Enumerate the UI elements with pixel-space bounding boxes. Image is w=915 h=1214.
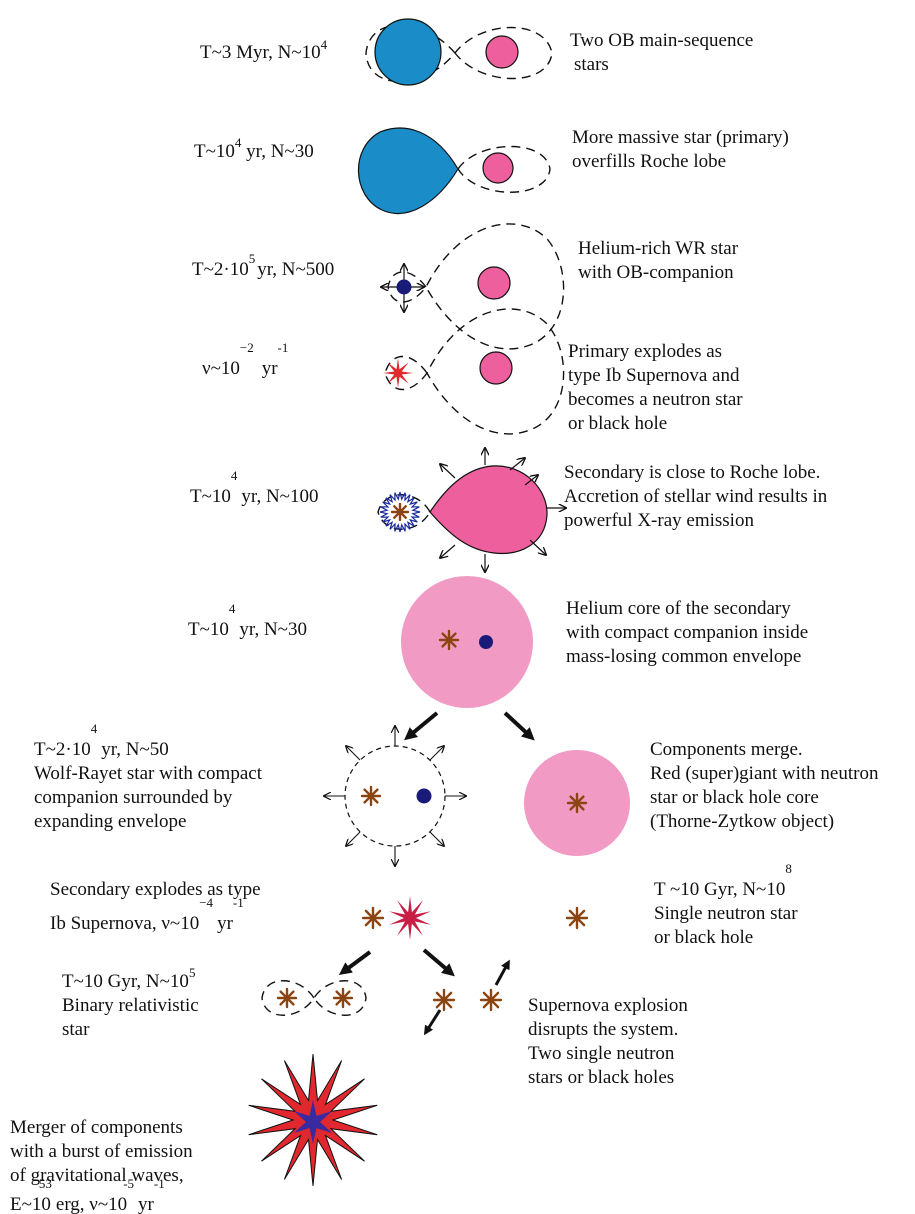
stage-1-params: T~3 Myr, N~104: [200, 37, 328, 63]
envelope-outflow-arrows: [324, 726, 466, 866]
stage-7b-desc: Components merge.Red (super)giant with n…: [650, 739, 879, 832]
neutron-star-icon: [566, 792, 588, 814]
neutron-star-ray: [482, 991, 500, 1009]
common-envelope-icon: [401, 576, 533, 708]
transition-arrow-icon: [422, 948, 455, 977]
stage-2: T~104 yr, N~30 More massive star (primar…: [194, 127, 789, 215]
stage-6: T~104yr, N~30 Helium core of the seconda…: [188, 576, 808, 708]
stage-2-params: T~104 yr, N~30: [194, 135, 314, 162]
neutron-star-icon: [360, 785, 382, 807]
neutron-star-ray: [441, 632, 457, 648]
helium-core-icon: [479, 635, 493, 649]
transition-arrow-icon: [503, 711, 535, 741]
roche-lobe-icon: [377, 494, 431, 530]
stage-3-params: T~2·105yr, N~500: [192, 251, 334, 280]
ob-companion-star-icon: [479, 351, 513, 385]
stage-9a-params: T~10 Gyr, N~105: [62, 965, 195, 992]
neutron-star-ray: [335, 990, 351, 1006]
neutron-star-ray: [569, 795, 585, 811]
stage-5-params: T~104yr, N~100: [190, 468, 318, 507]
roche-filling-secondary-icon: [429, 465, 548, 555]
neutron-star-icon: [432, 988, 456, 1012]
roche-lobe-icon: [457, 145, 551, 193]
stage-5: T~104yr, N~100 Secondary is close to Roc…: [190, 448, 828, 572]
transition-arrow-icon: [338, 950, 372, 976]
stage-7a-params: T~2·104yr, N~50: [34, 721, 169, 760]
neutron-star-icon: [390, 502, 410, 522]
neutron-star-icon: [565, 906, 589, 930]
merger-core-icon: [293, 1100, 333, 1144]
stage-5-desc: Secondary is close to Roche lobe.Accreti…: [564, 462, 828, 531]
ob-primary-star-icon: [374, 18, 442, 86]
transition-arrow-icon: [404, 711, 439, 741]
neutron-star-ray: [364, 909, 382, 927]
kick-arrow-icon: [494, 959, 510, 986]
wr-star-icon: [396, 279, 412, 295]
stellar-wind-arrows: [440, 448, 566, 572]
supernova-star-icon: [389, 896, 431, 940]
ob-companion-star-icon: [477, 266, 511, 300]
wr-star-icon: [416, 788, 432, 804]
stage-8b-params: T ~10 Gyr, N~108: [654, 861, 792, 900]
neutron-star-icon: [276, 987, 298, 1009]
stage-6-params: T~104yr, N~30: [188, 601, 307, 640]
neutron-star-ray: [568, 909, 586, 927]
supernova-star-icon: [383, 358, 413, 388]
neutron-star-icon: [438, 629, 460, 651]
neutron-star-ray: [435, 991, 453, 1009]
stage-4-params: ν~10−2yr-1: [202, 340, 288, 379]
ob-secondary-star-icon: [485, 35, 519, 69]
neutron-star-icon: [332, 987, 354, 1009]
roche-lobe-icon: [384, 308, 565, 435]
stage-7a: T~2·104yr, N~50 Wolf-Rayet star with com…: [34, 721, 466, 866]
roche-lobe-icon: [261, 980, 367, 1016]
neutron-star-ray: [393, 505, 407, 519]
stage-7b: Components merge.Red (super)giant with n…: [524, 739, 879, 856]
neutron-star-ray: [279, 990, 295, 1006]
stage-2-desc: More massive star (primary)overfills Roc…: [572, 127, 789, 172]
neutron-star-icon: [479, 988, 503, 1012]
accretion-disk-icon: [379, 491, 421, 533]
roche-lobe-icon: [365, 24, 553, 83]
neutron-star-ray: [363, 788, 379, 804]
overfilled-primary-icon: [357, 127, 459, 215]
kick-arrow-icon: [423, 1009, 442, 1036]
neutron-star-icon: [361, 906, 385, 930]
ob-secondary-star-icon: [482, 152, 514, 184]
